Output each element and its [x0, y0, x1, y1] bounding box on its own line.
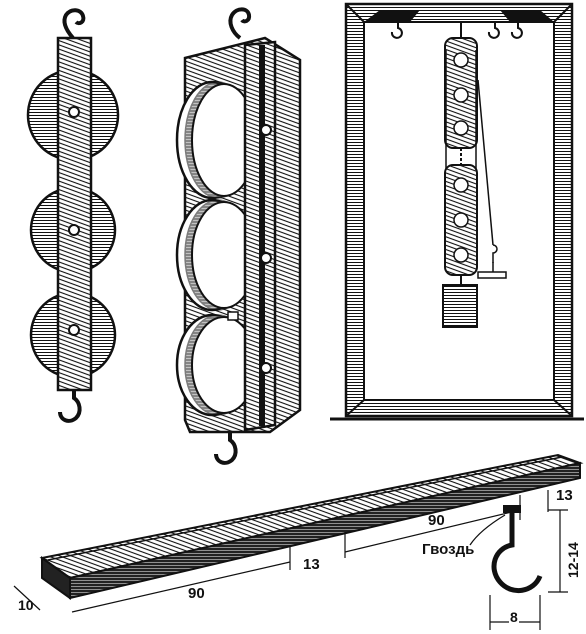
pulley-block-perspective-view [175, 7, 302, 465]
bottom-hook-2 [214, 432, 238, 465]
strap-1 [56, 36, 93, 392]
dim-width-13-left: 13 [303, 556, 320, 573]
pulley-block-front-view [26, 8, 120, 423]
dim-length-90-right: 90 [428, 512, 445, 529]
dim-length-90-left: 90 [188, 585, 205, 602]
dim-width-13-right: 13 [556, 487, 573, 504]
dim-height-10: 10 [18, 597, 34, 613]
pull-handle [477, 271, 507, 279]
frame-with-tackle [330, 2, 584, 421]
top-hook-2 [228, 7, 252, 40]
nail-hook-icon [491, 508, 543, 593]
nail-label: Гвоздь [422, 541, 475, 558]
dim-nail-width: 8 [509, 609, 519, 625]
rail-plank [13, 453, 584, 613]
dim-nail-height: 12-14 [565, 542, 581, 578]
nail-hook-detail [469, 505, 568, 630]
weight [442, 284, 478, 328]
bottom-hook-1 [58, 390, 82, 423]
top-hook-1 [62, 8, 86, 40]
